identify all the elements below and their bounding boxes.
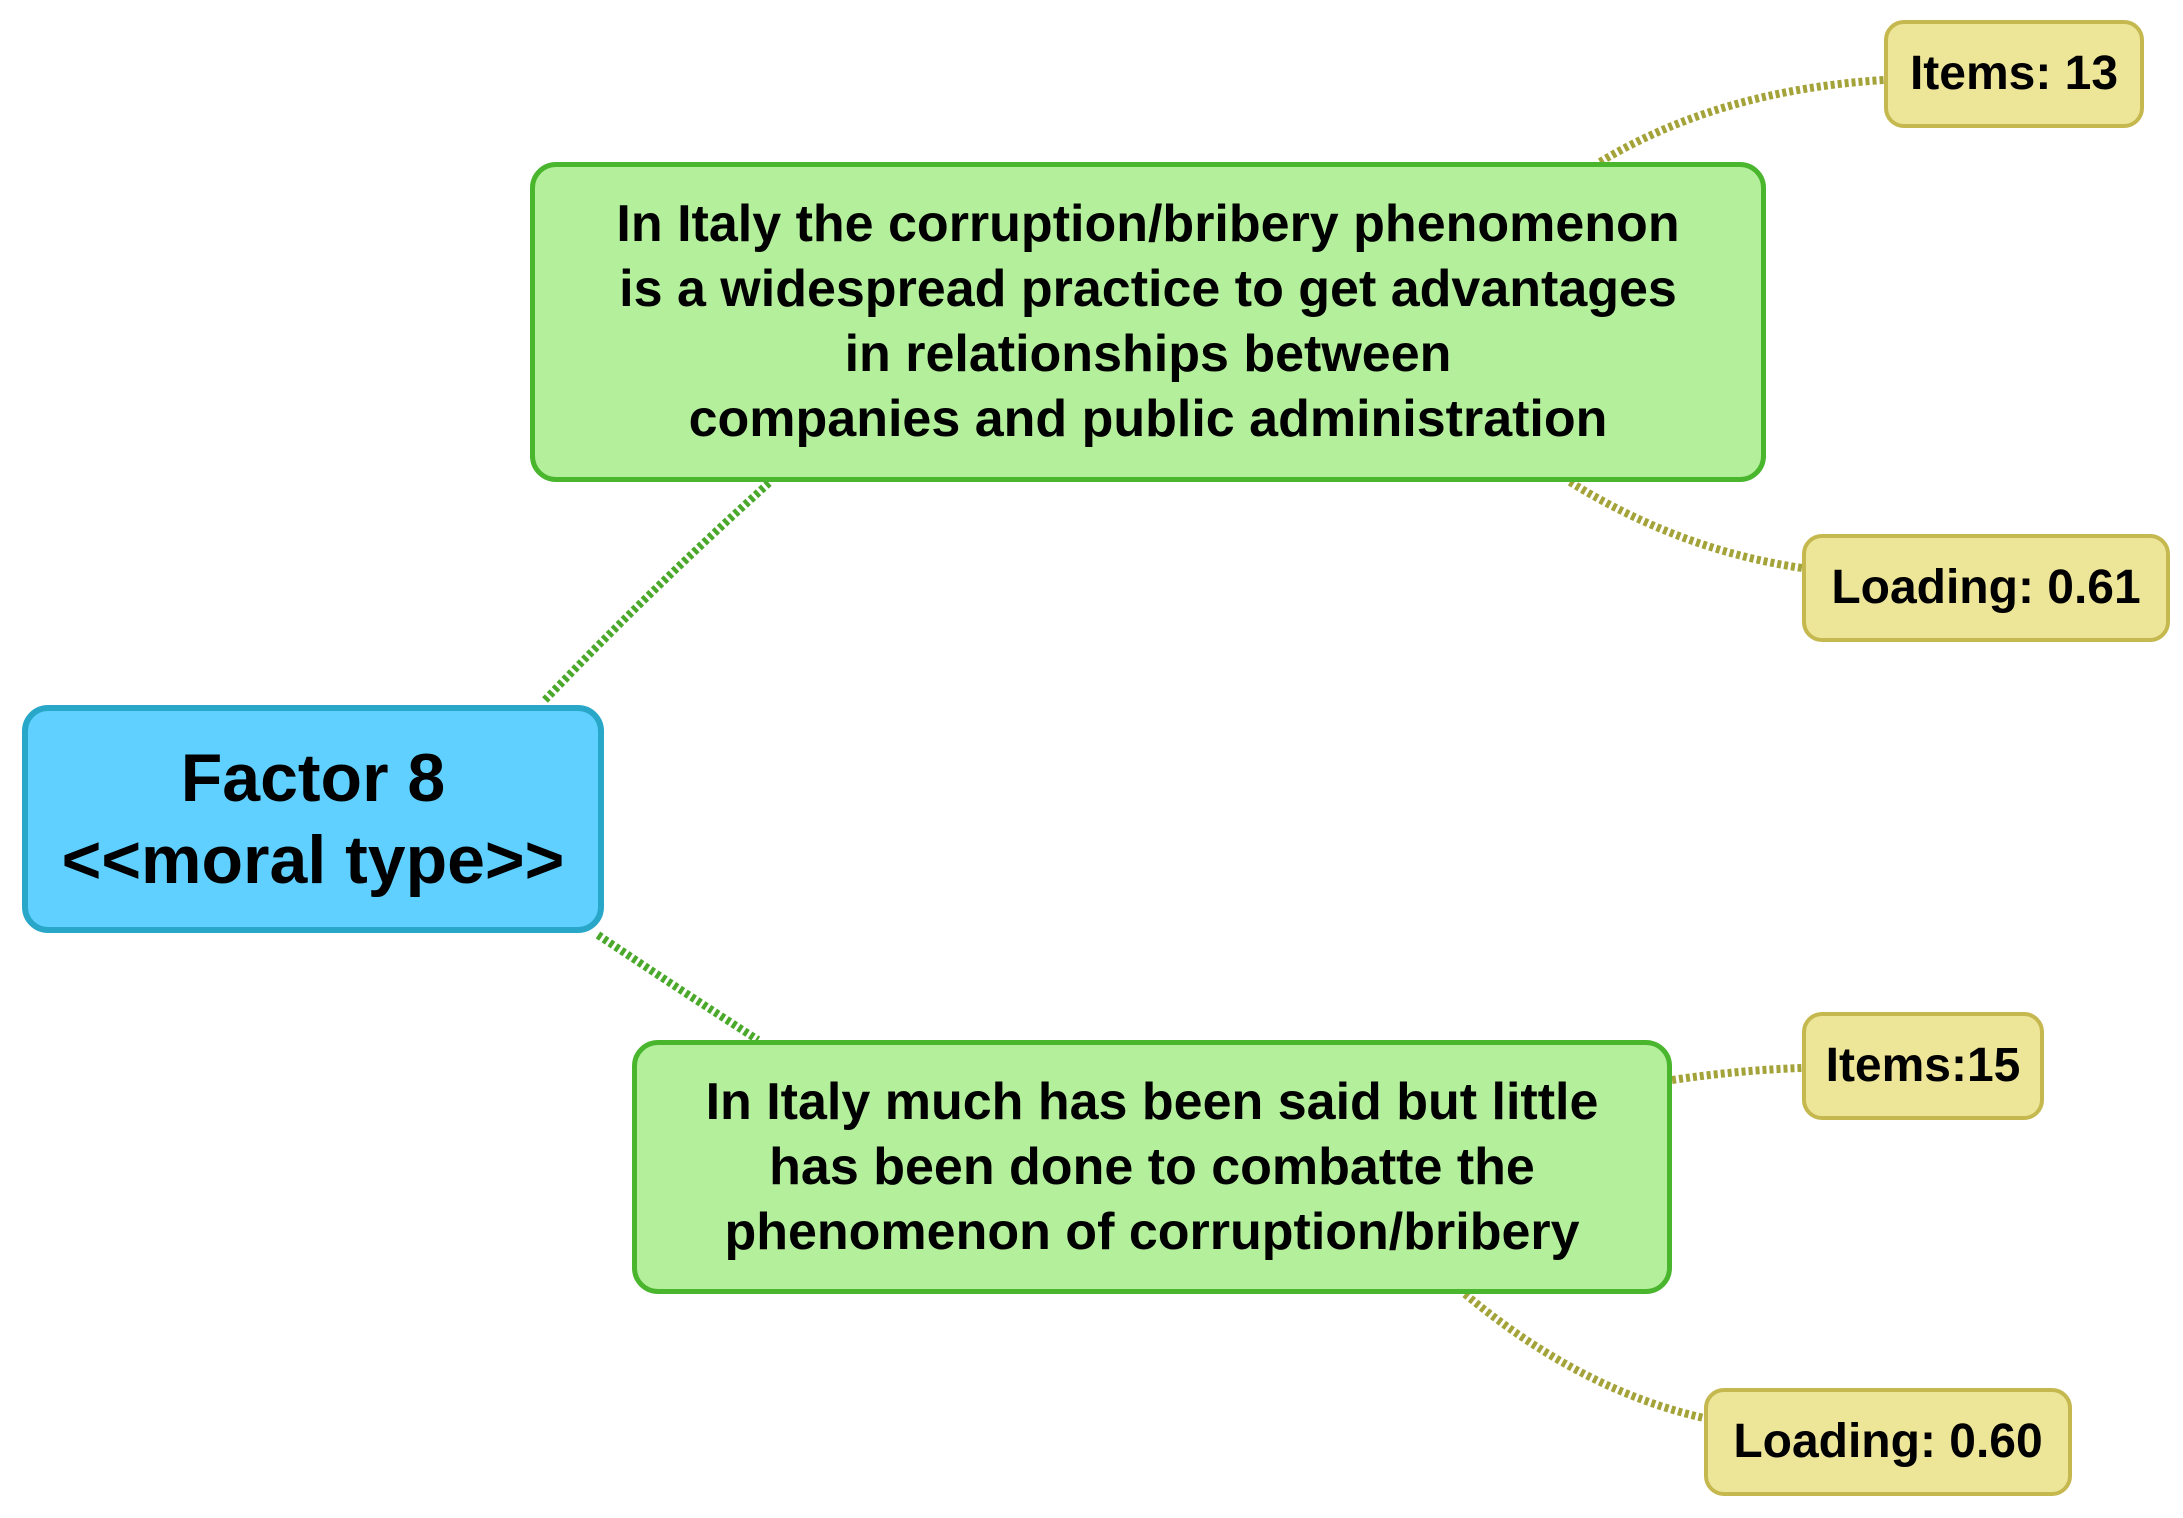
items-tag-2-label: Items:15	[1825, 1039, 2021, 1092]
items-tag-1: Items: 13	[1884, 20, 2144, 128]
items-tag-1-label: Items: 13	[1909, 47, 2119, 100]
connector-root-to-statement-2	[595, 931, 761, 1044]
factor-title: Factor 8	[180, 740, 446, 816]
loading-tag-2-label: Loading: 0.60	[1733, 1415, 2043, 1468]
statement-1-text: In Italy the corruption/bribery phenomen…	[616, 195, 1680, 448]
loading-tag-1: Loading: 0.61	[1802, 534, 2170, 642]
loading-tag-2: Loading: 0.60	[1704, 1388, 2072, 1496]
connector-statement-2-to-loading	[1462, 1290, 1705, 1422]
statement-node-2: In Italy much has been said but little h…	[632, 1040, 1672, 1294]
connector-root-to-statement-1	[542, 479, 773, 703]
loading-tag-1-label: Loading: 0.61	[1831, 561, 2141, 614]
connector-statement-2-to-items	[1671, 1064, 1803, 1084]
factor-subtitle: <<moral type>>	[61, 822, 565, 898]
statement-2-text: In Italy much has been said but little h…	[705, 1072, 1599, 1261]
factor-root-node: Factor 8 <<moral type>>	[22, 705, 604, 933]
connector-statement-1-to-loading	[1567, 478, 1803, 572]
statement-node-1: In Italy the corruption/bribery phenomen…	[530, 162, 1766, 482]
connector-statement-1-to-items	[1597, 76, 1885, 166]
items-tag-2: Items:15	[1802, 1012, 2044, 1120]
